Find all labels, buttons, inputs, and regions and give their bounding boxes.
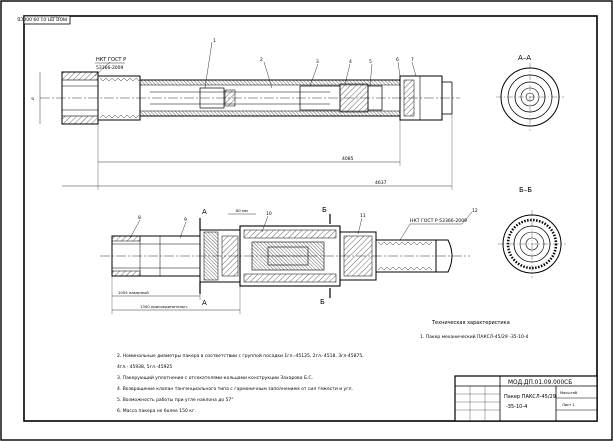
section-mark-a-bottom: А — [202, 299, 207, 307]
note-line: 3. Пакерующий уплотнение с отсекателями-… — [117, 374, 313, 381]
dim-2: 1300 присоединительн. — [140, 304, 188, 309]
dim-1: 1005 пакерный — [118, 290, 149, 295]
section-mark-b-bottom: Б — [320, 298, 325, 306]
top-thread-label: НКТ ГОСТ Р — [96, 57, 126, 63]
rotated-stamp: МОД.ДП.01.09.000СБ — [17, 16, 71, 25]
section-b-b: Б–Б — [498, 186, 566, 278]
technical-notes: 2. Номинальные диаметры пакера в соответ… — [117, 352, 364, 414]
callout-5: 5 — [369, 59, 372, 65]
bottom-longitudinal-view: А А Б Б НКТ ГОСТ Р 53366-2009 8 — [100, 206, 478, 314]
section-a-title: А–А — [518, 54, 531, 62]
callout-3: 3 — [316, 59, 319, 65]
stamp-small-1: Масштаб — [560, 391, 578, 395]
note-line: 4гл.- 45938, 5гл.-45925 — [117, 364, 172, 370]
note-line: 4. Возвращение клапан тангенциального ти… — [117, 386, 353, 392]
top-longitudinal-view: Ø НКТ ГОСТ Р 53366-2009 1 2 3 4 5 6 7 — [30, 38, 460, 190]
callout-1: 1 — [213, 38, 216, 44]
callout-4: 4 — [349, 59, 352, 65]
bottom-callouts: 8 9 10 11 12 — [129, 208, 478, 239]
svg-text:Ø: Ø — [30, 97, 35, 100]
dim-small: 80 мм — [236, 208, 248, 213]
note-line: 6. Масса пакера не более 150 кг. — [117, 408, 196, 414]
callout-2: 2 — [260, 57, 263, 63]
section-mark-b-top: Б — [322, 206, 327, 214]
top-callouts: 1 2 3 4 5 6 7 — [204, 38, 417, 89]
stamp-small-2: Лист 1 — [562, 403, 575, 407]
dim-total-length: 4637 — [375, 180, 387, 186]
tech-item-1: 1. Пакер механический ПАКСЛ-45/29 -35-10… — [420, 333, 529, 340]
tech-title: Техническая характеристика — [431, 320, 510, 326]
section-mark-a-top: А — [202, 208, 207, 216]
section-a-a: А–А — [496, 54, 564, 131]
rotated-stamp-text: МОД.ДП.01.09.000СБ — [17, 16, 67, 22]
callout-7: 7 — [411, 57, 414, 63]
callout-12: 12 — [472, 208, 478, 214]
title-block: МОД.ДП.01.09.000СБ Пакер ПАКСЛ-45/29 -35… — [454, 375, 598, 422]
top-thread-std: 53366-2009 — [96, 65, 124, 71]
callout-9: 9 — [184, 217, 187, 223]
technical-characteristics: Техническая характеристика 1. Пакер меха… — [420, 320, 529, 340]
callout-8: 8 — [138, 215, 141, 221]
callout-10: 10 — [266, 211, 272, 217]
note-line: 5. Возможность работы при угле наклона д… — [117, 397, 233, 403]
top-dimensions: 4085 4637 — [62, 114, 453, 190]
stamp-title-1: Пакер ПАКСЛ-45/29 — [504, 394, 556, 400]
stamp-designation: МОД.ДП.01.09.000СБ — [508, 380, 572, 386]
dim-inner-length: 4085 — [342, 156, 354, 162]
callout-6: 6 — [396, 57, 399, 63]
stamp-title-2: -35-10-4 — [506, 404, 527, 410]
note-line: 2. Номинальные диаметры пакера в соответ… — [117, 352, 364, 359]
section-b-title: Б–Б — [519, 186, 532, 194]
callout-11: 11 — [360, 213, 366, 219]
bottom-thread-label: НКТ ГОСТ Р 53366-2009 — [410, 218, 467, 224]
